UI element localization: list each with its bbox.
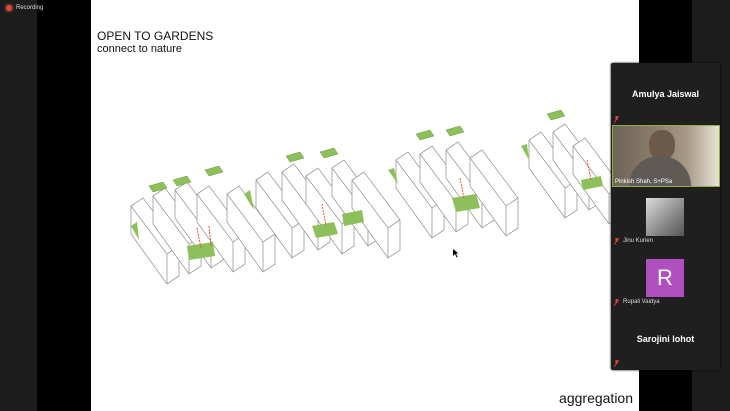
muted-mic-icon <box>614 299 619 306</box>
participant-avatar[interactable]: R <box>646 259 684 297</box>
mouse-cursor-icon <box>453 249 459 258</box>
shared-slide: OPEN TO GARDENS connect to nature <box>91 0 639 411</box>
participant-name[interactable]: Sarojini lohot <box>636 334 695 344</box>
recording-label: Recording <box>16 5 44 11</box>
participant-name: Pinkish Shah, S+PSa <box>615 179 673 185</box>
muted-mic-icon <box>614 360 619 367</box>
participant-name: Jinu Kurien <box>623 238 654 244</box>
isometric-drawing <box>130 109 622 285</box>
recording-indicator[interactable]: Recording <box>6 5 43 11</box>
slide-subtitle: connect to nature <box>97 43 183 55</box>
participant-gallery: Amulya Jaiswal Pinkish Shah, S+PSa Jinu … <box>611 63 720 370</box>
participant-name[interactable]: Amulya Jaiswal <box>631 89 700 99</box>
participant-photo[interactable] <box>646 198 684 236</box>
left-margin <box>0 0 37 411</box>
slide-footer: aggregation <box>559 390 633 406</box>
participant-video[interactable]: Pinkish Shah, S+PSa <box>612 125 720 187</box>
muted-mic-icon <box>614 238 619 245</box>
recording-icon <box>6 5 12 11</box>
video-person-head <box>649 130 675 160</box>
slide-title: OPEN TO GARDENS <box>97 29 214 43</box>
participant-name: Rupali Vaidya <box>623 299 660 305</box>
muted-mic-icon <box>614 116 619 123</box>
